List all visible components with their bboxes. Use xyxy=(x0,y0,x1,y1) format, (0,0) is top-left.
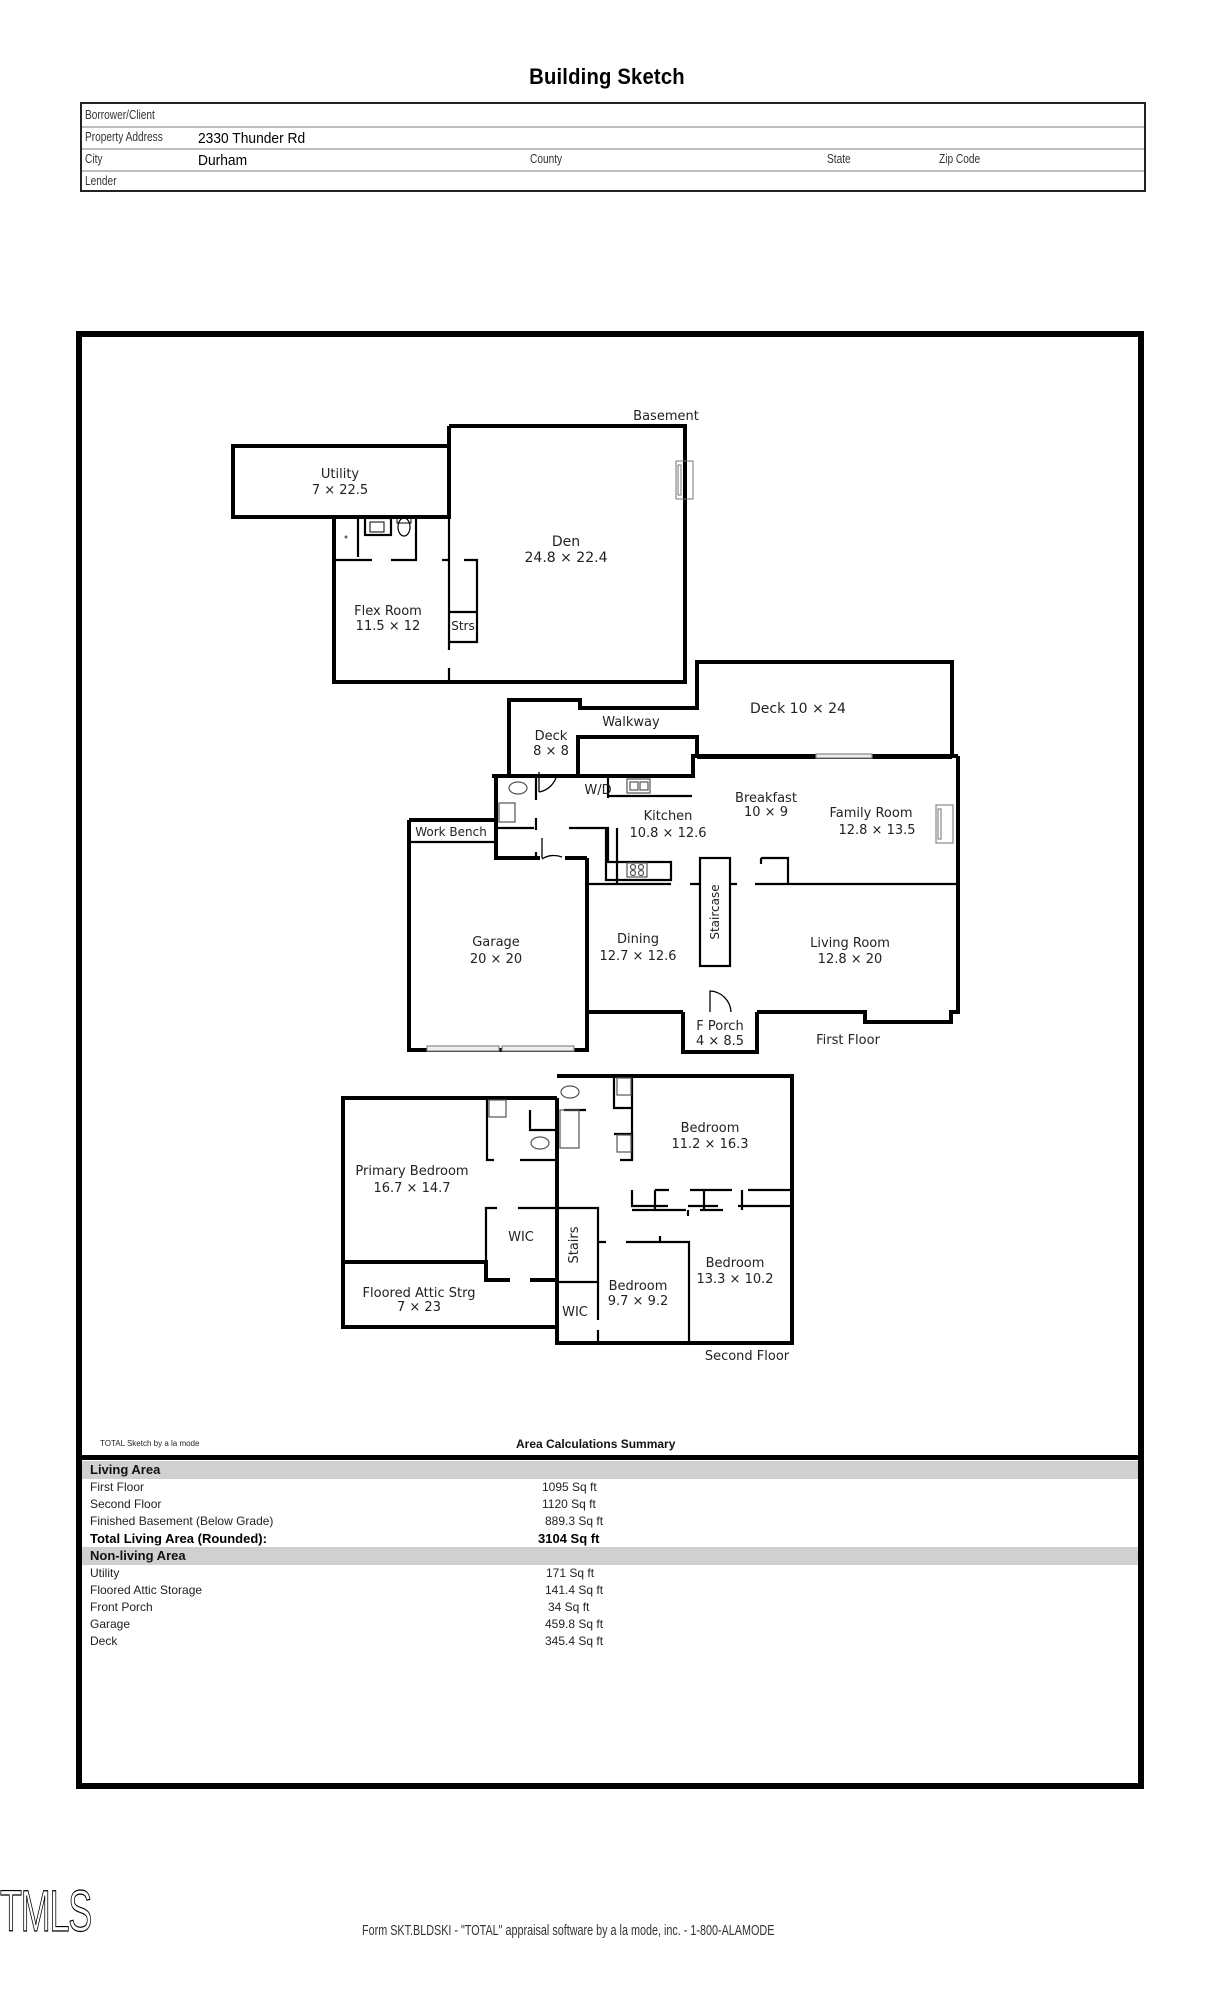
address-value: 2330 Thunder Rd xyxy=(198,130,306,147)
svg-text:Dining: Dining xyxy=(617,932,659,947)
svg-text:Kitchen: Kitchen xyxy=(644,809,693,824)
svg-text:Primary Bedroom: Primary Bedroom xyxy=(355,1164,468,1179)
svg-text:Bedroom: Bedroom xyxy=(706,1256,765,1271)
floor-plan-drawing: Basement Utility 7 × 22.5 Den 24.8 × 22.… xyxy=(231,409,960,1364)
svg-text:Breakfast: Breakfast xyxy=(735,791,797,806)
area-summary-title: Area Calculations Summary xyxy=(516,1437,676,1451)
svg-text:11.2 × 16.3: 11.2 × 16.3 xyxy=(671,1137,748,1152)
svg-text:Bedroom: Bedroom xyxy=(681,1121,740,1136)
first-floor-label: First Floor xyxy=(816,1033,880,1048)
svg-text:W/D: W/D xyxy=(584,783,611,798)
sketch-credit: TOTAL Sketch by a la mode xyxy=(100,1439,200,1448)
svg-text:4 × 8.5: 4 × 8.5 xyxy=(696,1034,744,1049)
property-header-table: Borrower/Client Property Address 2330 Th… xyxy=(80,102,1146,192)
svg-text:Deck 10 × 24: Deck 10 × 24 xyxy=(750,701,846,717)
sketch-frame: TOTAL Sketch by a la mode Area Calculati… xyxy=(76,331,1144,1789)
svg-text:Strs: Strs xyxy=(451,619,475,633)
svg-text:Utility: Utility xyxy=(321,467,360,482)
basement-label: Basement xyxy=(633,409,699,424)
total-living-area-row: Total Living Area (Rounded):3104 Sq ft xyxy=(90,1531,600,1546)
lender-label: Lender xyxy=(85,173,117,188)
svg-text:Walkway: Walkway xyxy=(602,715,660,730)
borrower-row: Borrower/Client xyxy=(82,104,1144,128)
address-label: Property Address xyxy=(85,129,163,144)
svg-text:13.3 × 10.2: 13.3 × 10.2 xyxy=(696,1272,773,1287)
svg-text:10 × 9: 10 × 9 xyxy=(744,805,788,820)
svg-text:Stairs: Stairs xyxy=(567,1226,582,1263)
city-row: City Durham County State Zip Code xyxy=(82,148,1144,172)
svg-text:Staircase: Staircase xyxy=(708,884,722,939)
lender-row: Lender xyxy=(82,170,1144,192)
document-title: Building Sketch xyxy=(529,64,685,89)
svg-text:9.7 × 9.2: 9.7 × 9.2 xyxy=(608,1294,669,1309)
svg-text:12.8 × 20: 12.8 × 20 xyxy=(818,952,883,967)
svg-text:7 × 22.5: 7 × 22.5 xyxy=(312,483,368,498)
svg-text:WIC: WIC xyxy=(508,1230,534,1245)
basement-plan xyxy=(231,424,694,684)
svg-text:10.8 × 12.6: 10.8 × 12.6 xyxy=(629,826,706,841)
tmls-logo: TMLS xyxy=(0,1878,93,1944)
svg-text:8 × 8: 8 × 8 xyxy=(533,744,569,759)
form-footer: Form SKT.BLDSKI - "TOTAL" appraisal soft… xyxy=(362,1922,775,1939)
svg-text:Work Bench: Work Bench xyxy=(415,825,487,839)
svg-text:Den: Den xyxy=(552,534,580,550)
svg-text:12.8 × 13.5: 12.8 × 13.5 xyxy=(838,823,915,838)
svg-text:WIC: WIC xyxy=(562,1305,588,1320)
nonliving-area-header: Non-living Area xyxy=(82,1547,1138,1565)
svg-text:12.7 × 12.6: 12.7 × 12.6 xyxy=(599,949,676,964)
svg-text:24.8 × 22.4: 24.8 × 22.4 xyxy=(525,550,608,566)
svg-text:11.5 × 12: 11.5 × 12 xyxy=(356,619,421,634)
city-label: City xyxy=(85,151,103,166)
svg-text:Flex Room: Flex Room xyxy=(354,604,422,619)
county-label: County xyxy=(530,151,563,166)
state-label: State xyxy=(827,151,851,166)
svg-text:20 × 20: 20 × 20 xyxy=(470,952,522,967)
summary-row: Finished Basement (Below Grade)889.3 Sq … xyxy=(90,1514,604,1528)
svg-text:Living Room: Living Room xyxy=(810,936,890,951)
zip-label: Zip Code xyxy=(939,151,981,166)
city-value: Durham xyxy=(198,152,248,169)
svg-text:Family Room: Family Room xyxy=(830,806,913,821)
first-floor-plan xyxy=(407,660,960,1054)
address-row: Property Address 2330 Thunder Rd xyxy=(82,126,1144,150)
svg-text:F Porch: F Porch xyxy=(696,1019,743,1034)
svg-text:Floored Attic Strg: Floored Attic Strg xyxy=(363,1286,476,1301)
svg-text:7 × 23: 7 × 23 xyxy=(397,1300,441,1315)
svg-text:Bedroom: Bedroom xyxy=(609,1279,668,1294)
summary-divider xyxy=(82,1455,1138,1460)
svg-text:Garage: Garage xyxy=(472,935,520,950)
borrower-label: Borrower/Client xyxy=(85,107,155,122)
svg-text:Deck: Deck xyxy=(535,729,568,744)
living-area-header: Living Area xyxy=(82,1461,1138,1479)
svg-text:16.7 × 14.7: 16.7 × 14.7 xyxy=(373,1181,450,1196)
second-floor-label: Second Floor xyxy=(705,1349,790,1364)
